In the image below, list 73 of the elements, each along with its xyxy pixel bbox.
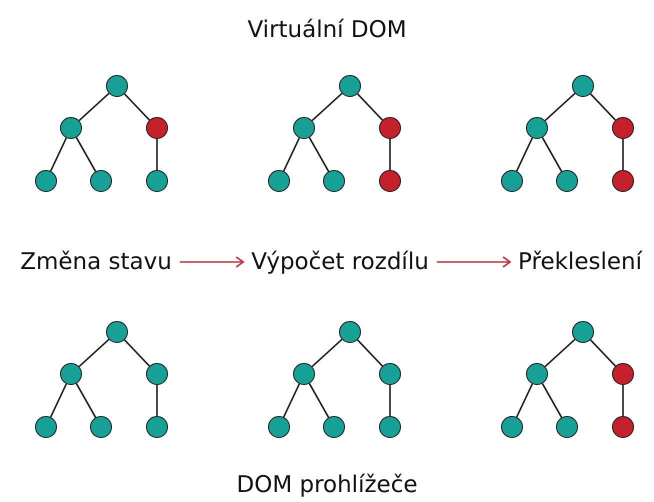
- tree-node-circle: [379, 170, 401, 192]
- connector-line: [544, 338, 576, 368]
- connector-line: [156, 385, 158, 416]
- tree-node-circle: [146, 363, 168, 385]
- connector-line: [308, 383, 330, 418]
- connector-line: [124, 339, 150, 367]
- tree-node-circle: [501, 416, 523, 438]
- tree-node-circle: [60, 363, 82, 385]
- tree-node-circle: [612, 416, 634, 438]
- tree-node-circle: [572, 321, 594, 343]
- connector-line: [590, 93, 616, 121]
- arrow: [436, 256, 511, 268]
- tree-node-circle: [572, 75, 594, 97]
- connector-line: [308, 137, 330, 172]
- connector-line: [78, 338, 110, 368]
- connector-line: [389, 139, 391, 170]
- connector-line: [156, 139, 158, 170]
- tree-node-circle: [556, 416, 578, 438]
- connector-line: [357, 339, 383, 367]
- connector-line: [76, 137, 96, 172]
- tree-node-circle: [526, 117, 548, 139]
- tree-node-circle: [106, 75, 128, 97]
- tree-node-circle: [268, 416, 290, 438]
- tree-node-circle: [612, 170, 634, 192]
- connector-line: [389, 385, 391, 416]
- tree-node-circle: [612, 363, 634, 385]
- tree-node-circle: [35, 170, 57, 192]
- tree-node-circle: [323, 170, 345, 192]
- tree-node-circle: [106, 321, 128, 343]
- connector-line: [622, 385, 624, 416]
- tree-node-circle: [556, 170, 578, 192]
- connector-line: [50, 384, 68, 418]
- tree-node-circle: [501, 170, 523, 192]
- connector-line: [357, 93, 383, 121]
- connector-line: [312, 92, 342, 122]
- tree-node-circle: [146, 416, 168, 438]
- tree-node-circle: [379, 416, 401, 438]
- connector-line: [76, 383, 96, 418]
- tree-node-circle: [339, 321, 361, 343]
- connector-line: [590, 339, 616, 367]
- tree-node-circle: [60, 117, 82, 139]
- connector-line: [542, 383, 562, 418]
- arrow: [180, 256, 244, 268]
- connector-line: [516, 384, 534, 418]
- step-label: Překleslení: [518, 247, 642, 277]
- connector-line: [542, 137, 562, 172]
- tree-node-circle: [146, 170, 168, 192]
- row-heading: Virtuální DOM: [247, 16, 407, 45]
- connector-line: [78, 92, 110, 122]
- tree-node-circle: [612, 117, 634, 139]
- tree-node-circle: [146, 117, 168, 139]
- connector-line: [50, 138, 68, 172]
- tree-node-circle: [268, 170, 290, 192]
- tree-node-circle: [379, 117, 401, 139]
- tree-node-circle: [339, 75, 361, 97]
- connector-line: [282, 138, 300, 172]
- step-label: Výpočet rozdílu: [251, 247, 429, 277]
- tree-node-circle: [90, 416, 112, 438]
- connector-line: [124, 93, 150, 121]
- tree-node-circle: [323, 416, 345, 438]
- connector-line: [516, 138, 534, 172]
- connector-line: [282, 384, 300, 418]
- tree-node-circle: [379, 363, 401, 385]
- tree-node-circle: [526, 363, 548, 385]
- tree-node-circle: [293, 117, 315, 139]
- connector-line: [544, 92, 576, 122]
- step-label: Změna stavu: [20, 247, 172, 277]
- tree-node-circle: [90, 170, 112, 192]
- connector-line: [312, 338, 342, 368]
- tree-node-circle: [35, 416, 57, 438]
- connector-line: [622, 139, 624, 170]
- row-heading: DOM prohlížeče: [236, 471, 418, 500]
- tree-node-circle: [293, 363, 315, 385]
